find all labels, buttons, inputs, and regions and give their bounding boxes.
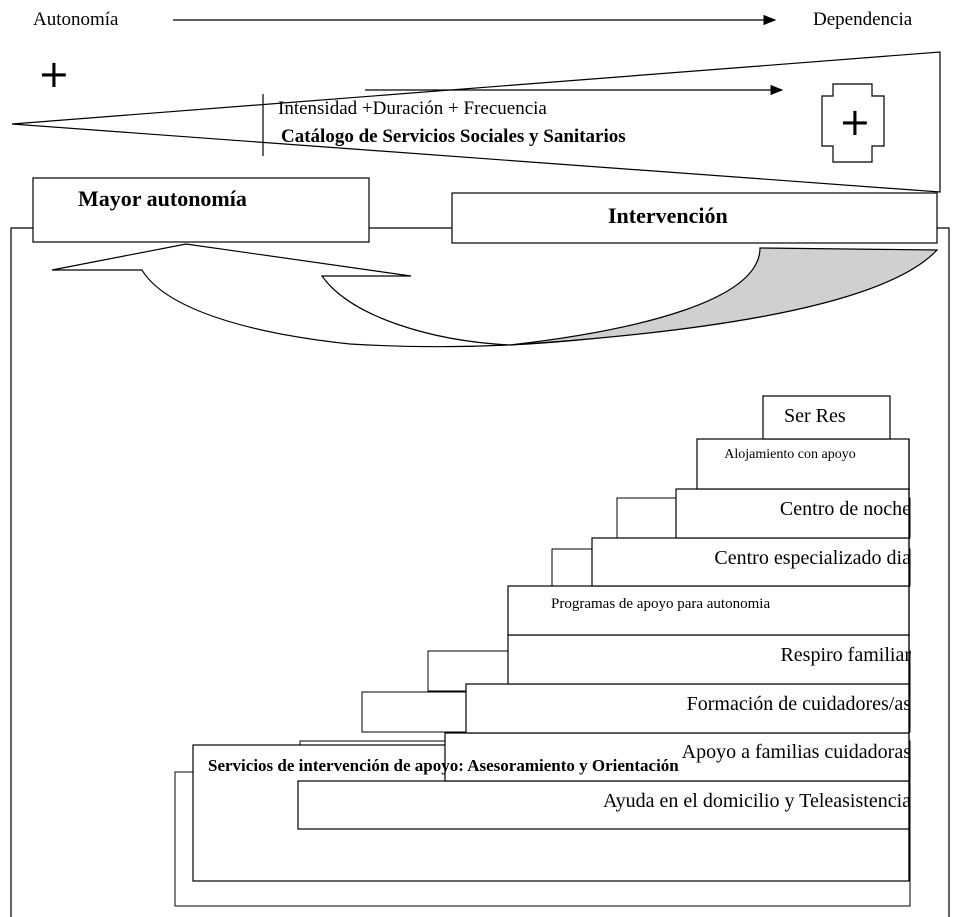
intervencion-label: Intervención	[608, 203, 728, 228]
step-base-label: Servicios de intervención de apoyo: Ases…	[208, 756, 679, 775]
wedge-text-catalogo: Catálogo de Servicios Sociales y Sanitar…	[281, 126, 626, 147]
plus-sign: +	[38, 52, 70, 96]
step-2-box	[444, 732, 910, 782]
cross-plus-sign: +	[839, 100, 871, 144]
step-4-label: Respiro familiar	[780, 644, 911, 666]
step-5-label: Programas de apoyo para autonomia	[551, 596, 771, 612]
step-2-label: Apoyo a familias cuidadoras	[681, 741, 911, 763]
step-3-box	[465, 683, 910, 734]
step-5-box	[507, 585, 910, 636]
wedge-text-intensidad: Intensidad +Duración + Frecuencia	[278, 98, 547, 119]
step-9-box	[762, 395, 891, 440]
mayor-autonomia-box	[32, 177, 370, 243]
step-8-box	[696, 438, 910, 490]
step-1-label: Ayuda en el domicilio y Teleasistencia	[603, 790, 911, 812]
mayor-autonomia-label: Mayor autonomía	[78, 186, 247, 211]
return-arrow-shaded	[509, 247, 939, 346]
step-7-label: Centro de noche	[779, 498, 911, 520]
outer-frame-right	[937, 227, 950, 917]
dependencia-label: Dependencia	[813, 9, 913, 30]
wedge-shape	[11, 51, 941, 193]
step-9-label: Ser Res	[784, 405, 846, 427]
step-3-label: Formación de cuidadores/as	[686, 693, 911, 715]
step-4-box	[507, 634, 910, 685]
intervencion-box	[451, 192, 938, 244]
step-8-label: Alojamiento con apoyo	[724, 447, 856, 462]
step-6-box	[591, 537, 910, 587]
outer-frame	[10, 227, 33, 917]
cross-icon	[821, 83, 885, 163]
step-1-box	[297, 780, 910, 830]
step-7-box	[675, 488, 910, 539]
step-6-label: Centro especializado dia	[714, 547, 911, 569]
autonomia-label: Autonomía	[33, 9, 119, 30]
